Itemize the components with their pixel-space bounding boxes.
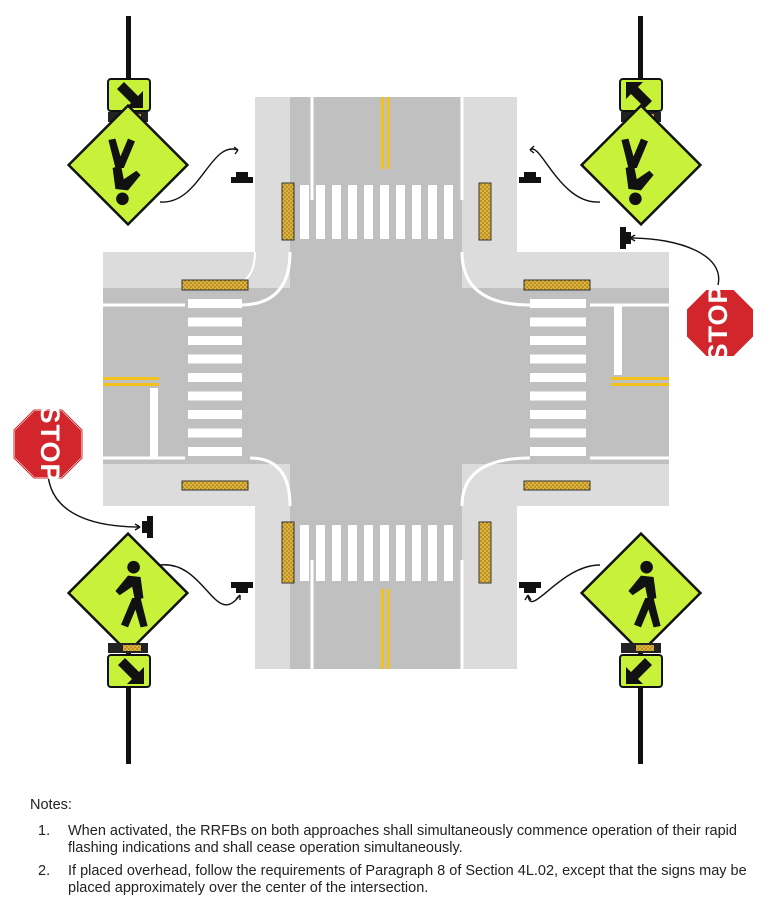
pushbutton-icon	[620, 227, 631, 249]
crosswalk-stripe-south	[412, 525, 421, 581]
crosswalk-stripe-east	[530, 410, 586, 419]
pushbutton-icon	[231, 172, 253, 183]
crosswalk-stripe-east	[530, 299, 586, 308]
centerline-west	[103, 377, 159, 386]
crosswalks	[188, 185, 586, 581]
stop-octagon	[685, 288, 755, 358]
crosswalk-stripe-south	[428, 525, 437, 581]
ped-crossing-sign-lower-left	[66, 531, 190, 688]
pushbutton-icon	[519, 172, 541, 183]
sign-posts	[126, 16, 643, 764]
intersection-diagram: STOP STOP	[13, 16, 755, 764]
crosswalk-stripe-east	[530, 354, 586, 364]
diamond-sign	[66, 103, 190, 227]
pushbutton-icon	[519, 582, 541, 593]
crosswalk-stripe-east	[530, 391, 586, 401]
stop-bar-east	[614, 305, 622, 375]
stop-sign-west: STOP	[13, 405, 83, 483]
crosswalk-stripe-north	[444, 185, 453, 239]
crosswalk-stripe-east	[530, 373, 586, 382]
crosswalk-stripe-south	[316, 525, 325, 581]
crosswalk-stripe-south	[364, 525, 373, 581]
crosswalk-stripe-west	[188, 447, 242, 456]
crosswalk-stripe-west	[188, 317, 242, 327]
ped-crossing-sign-upper-left	[66, 78, 190, 227]
crosswalk-stripe-east	[530, 447, 586, 456]
crosswalk-stripe-south	[348, 525, 357, 581]
crosswalk-stripe-north	[412, 185, 421, 239]
note-item: 1. When activated, the RRFBs on both app…	[38, 823, 760, 857]
centerline-south	[381, 589, 390, 669]
centerline-east	[611, 377, 669, 386]
rrfb-beacon-icon	[108, 643, 148, 653]
crosswalk-stripe-south	[380, 525, 389, 581]
crosswalk-stripe-west	[188, 373, 242, 382]
crosswalk-stripe-east	[530, 428, 586, 438]
stop-bar-west	[150, 388, 158, 458]
crosswalk-stripe-south	[444, 525, 453, 581]
crosswalk-stripe-north	[348, 185, 357, 239]
crosswalk-stripe-north	[380, 185, 389, 239]
note-text: If placed overhead, follow the requireme…	[68, 863, 747, 896]
crosswalk-stripe-north	[332, 185, 341, 239]
crosswalk-stripe-south	[396, 525, 405, 581]
roadway	[103, 97, 669, 669]
diamond-sign	[579, 531, 703, 655]
notes-title: Notes:	[30, 797, 72, 813]
rrfb-beacon-icon	[621, 643, 661, 653]
crosswalk-stripe-west	[188, 428, 242, 438]
crosswalk-stripe-north	[428, 185, 437, 239]
crosswalk-stripe-south	[300, 525, 309, 581]
pushbutton-icon	[231, 582, 253, 593]
leader-lines	[47, 145, 720, 606]
crosswalk-stripe-south	[332, 525, 341, 581]
crosswalk-stripe-west	[188, 299, 242, 308]
detectable-warnings	[181, 182, 591, 584]
diamond-sign	[66, 531, 190, 655]
crosswalk-stripe-east	[530, 336, 586, 345]
diamond-sign	[579, 103, 703, 227]
stop-sign-label: STOP	[703, 284, 733, 361]
notes-section: Notes: 1. When activated, the RRFBs on b…	[30, 797, 760, 903]
crosswalk-stripe-west	[188, 354, 242, 364]
note-text: When activated, the RRFBs on both approa…	[68, 823, 737, 856]
crosswalk-stripe-north	[300, 185, 309, 239]
note-item: 2. If placed overhead, follow the requir…	[38, 863, 760, 897]
ped-crossing-sign-upper-right	[579, 78, 703, 227]
note-number: 2.	[38, 863, 51, 879]
pushbutton-icon	[142, 516, 153, 538]
crosswalk-stripe-north	[364, 185, 373, 239]
stop-sign-label: STOP	[35, 405, 65, 482]
note-number: 1.	[38, 823, 51, 839]
crosswalk-stripe-west	[188, 336, 242, 345]
centerline-north	[381, 97, 390, 169]
crosswalk-stripe-west	[188, 391, 242, 401]
crosswalk-stripe-east	[530, 317, 586, 327]
ped-crossing-sign-lower-right	[579, 531, 703, 688]
stop-sign-east: STOP	[685, 284, 755, 362]
crosswalk-stripe-north	[316, 185, 325, 239]
crosswalk-stripe-north	[396, 185, 405, 239]
crosswalk-stripe-west	[188, 410, 242, 419]
